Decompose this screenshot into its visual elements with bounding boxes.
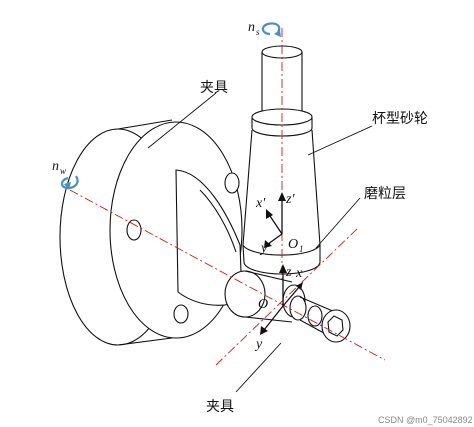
centerlines xyxy=(69,28,386,366)
label-fixture-top: 夹具 xyxy=(200,80,228,96)
leader-lines xyxy=(147,92,373,393)
label-origin: O xyxy=(258,297,268,312)
bolt-hole xyxy=(173,304,189,324)
label-z: z xyxy=(285,265,292,280)
label-z-prime: z' xyxy=(285,192,295,207)
coordinate-frames xyxy=(260,192,303,335)
abrasive-rim-top xyxy=(242,244,321,256)
y-prime-axis xyxy=(267,233,283,245)
text-labels: 夹具 杯型砂轮 磨粒层 夹具 n s n w O 1 O x' y' z' x … xyxy=(52,20,473,425)
workpiece-ring xyxy=(289,295,307,321)
z-prime-arrow xyxy=(278,192,286,201)
spindle-shaft xyxy=(261,52,303,115)
label-nw-sub: w xyxy=(60,166,66,176)
workpiece-tip-end xyxy=(321,309,351,343)
label-fixture-bottom: 夹具 xyxy=(206,399,234,415)
bolt-hole xyxy=(126,219,142,241)
label-x: x xyxy=(295,266,303,281)
label-y-prime: y' xyxy=(259,241,271,256)
leader-abrasive xyxy=(315,197,361,249)
shaft-body xyxy=(244,270,293,323)
fixture-flange xyxy=(59,119,243,346)
workpiece-groove xyxy=(307,305,323,327)
rotation-indicators xyxy=(60,22,281,190)
label-ns: n xyxy=(248,20,255,35)
wheel-cone xyxy=(242,129,321,246)
leader-fixture-bottom xyxy=(235,342,282,393)
workpiece-axis xyxy=(69,189,386,361)
watermark: CSDN @m0_75042892 xyxy=(378,415,473,425)
leader-cup-wheel xyxy=(307,125,373,156)
label-y: y xyxy=(254,337,263,352)
x-prime-arrow xyxy=(266,209,273,219)
spindle-rotation-icon xyxy=(261,22,281,36)
label-o1: O xyxy=(288,237,298,252)
y-arrow xyxy=(260,326,268,335)
workpiece-rotation-arrowhead xyxy=(64,182,71,190)
y-prime-arrow xyxy=(264,240,272,248)
flange-side-edges xyxy=(117,119,173,346)
cross-axis xyxy=(215,227,359,366)
bolt-hole xyxy=(224,172,240,194)
spindle-collar xyxy=(251,118,313,128)
hex-socket xyxy=(327,315,344,337)
label-nw: n xyxy=(52,159,59,174)
x-arrow xyxy=(296,282,303,290)
workpiece xyxy=(224,270,351,343)
fixture-hub xyxy=(175,169,243,306)
x-axis xyxy=(282,285,301,307)
spindle-rotation-arrowhead xyxy=(274,30,281,37)
hub-contour xyxy=(199,189,237,253)
label-x-prime: x' xyxy=(255,196,266,211)
label-cup-wheel: 杯型砂轮 xyxy=(372,111,428,127)
leader-fixture-top xyxy=(147,92,217,149)
label-ns-sub: s xyxy=(256,27,260,37)
label-o1-sub: 1 xyxy=(299,244,304,254)
cup-grinding-wheel xyxy=(242,45,321,275)
y-axis xyxy=(263,305,284,331)
z-arrow xyxy=(279,264,287,273)
label-abrasive-layer: 磨粒层 xyxy=(364,186,406,202)
abrasive-rim-side xyxy=(242,244,321,263)
